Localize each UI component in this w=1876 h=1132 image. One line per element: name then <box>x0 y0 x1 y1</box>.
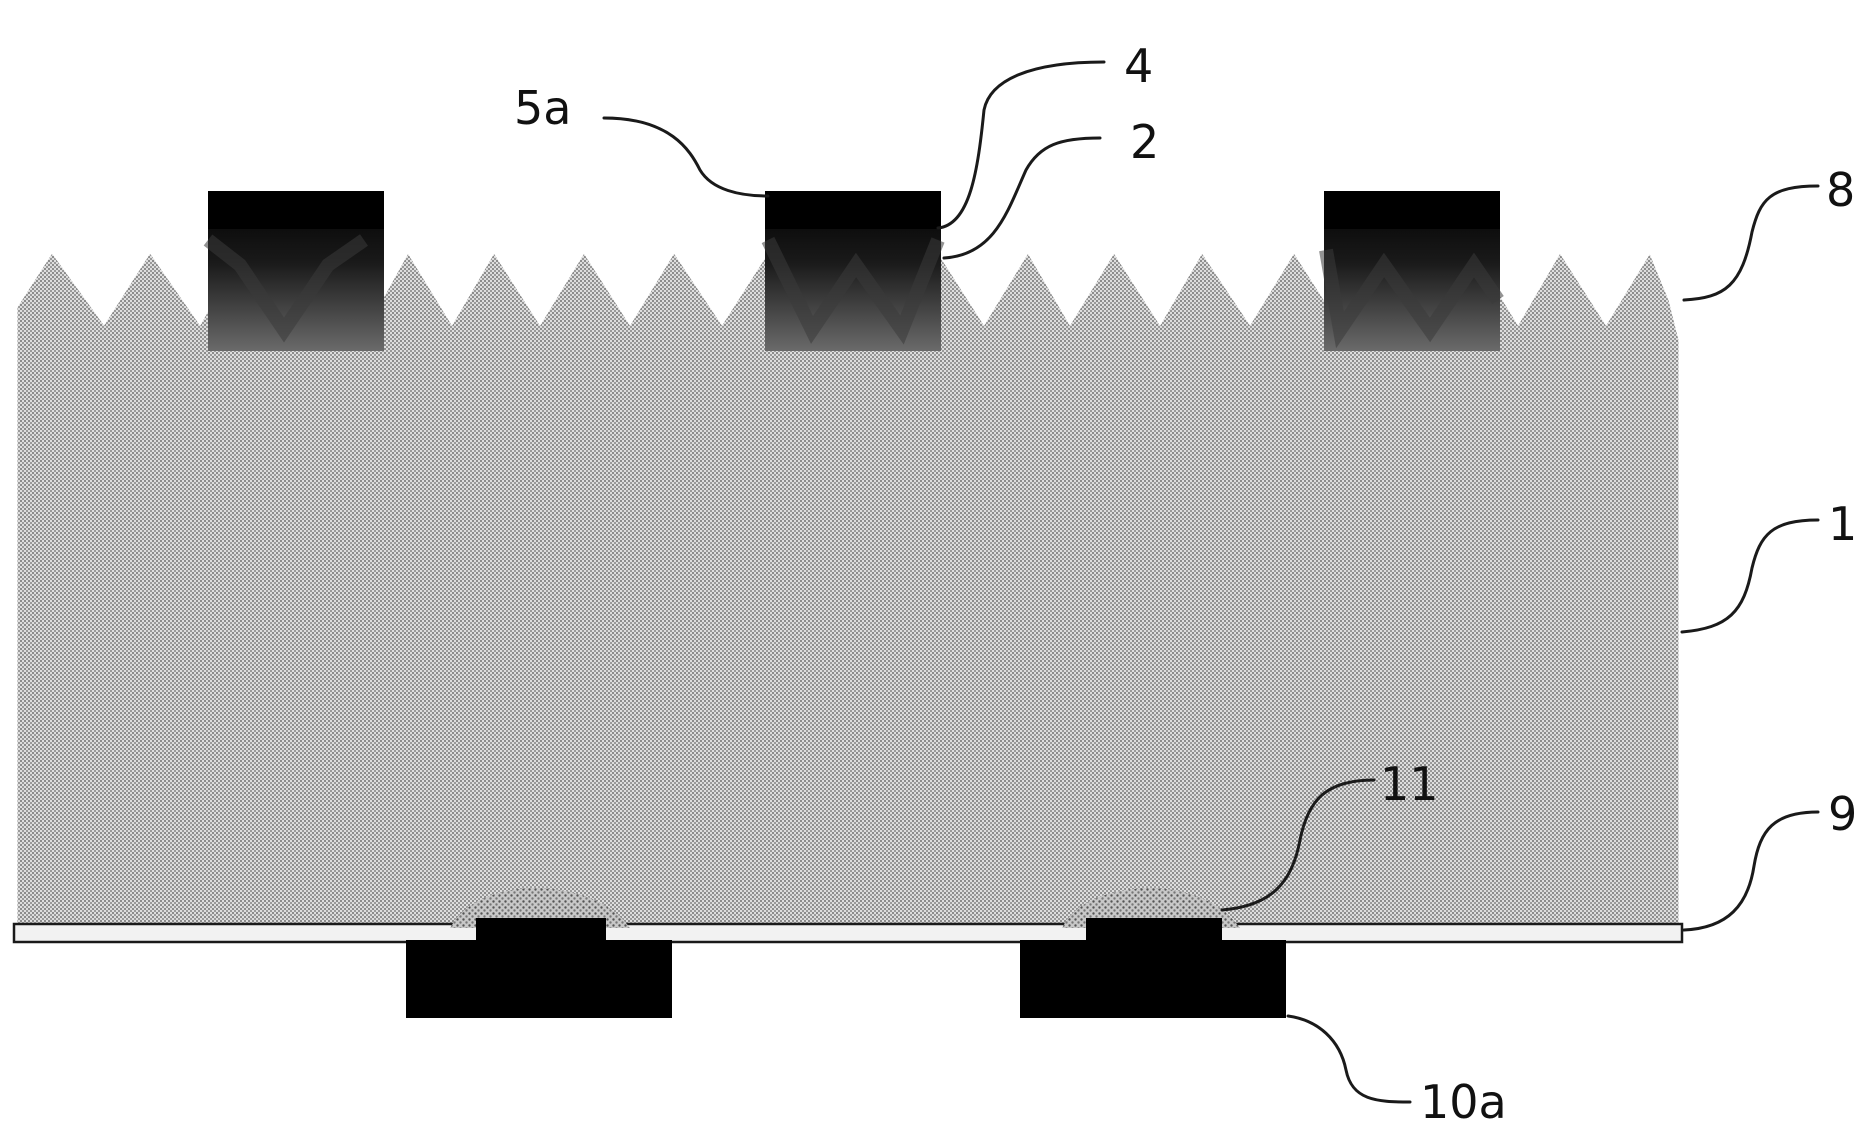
front-electrode-3-cap <box>1324 191 1500 229</box>
front-electrode-2-cap <box>765 191 941 229</box>
label-rear-electrode-10a: 10a <box>1420 1075 1507 1129</box>
leader-line-9 <box>1684 812 1818 930</box>
leader-line-10a <box>1288 1016 1410 1102</box>
leader-line-5a <box>604 118 768 196</box>
label-rear-passivation-9: 9 <box>1828 787 1857 841</box>
label-electrode-layer-2: 2 <box>1130 115 1159 169</box>
rear-passivation-layer <box>14 924 1682 942</box>
substrate-body <box>16 251 1680 928</box>
leader-line-8 <box>1684 186 1818 300</box>
front-electrode-1-cap <box>208 191 384 229</box>
label-substrate-1: 1 <box>1828 497 1857 551</box>
label-finger-electrode-5a: 5a <box>514 81 571 135</box>
label-textured-surface-8: 8 <box>1826 163 1855 217</box>
leader-line-4 <box>938 62 1104 228</box>
leader-line-1 <box>1682 520 1818 632</box>
label-electrode-layer-4: 4 <box>1124 39 1153 93</box>
label-rear-contact-11: 11 <box>1380 757 1439 811</box>
